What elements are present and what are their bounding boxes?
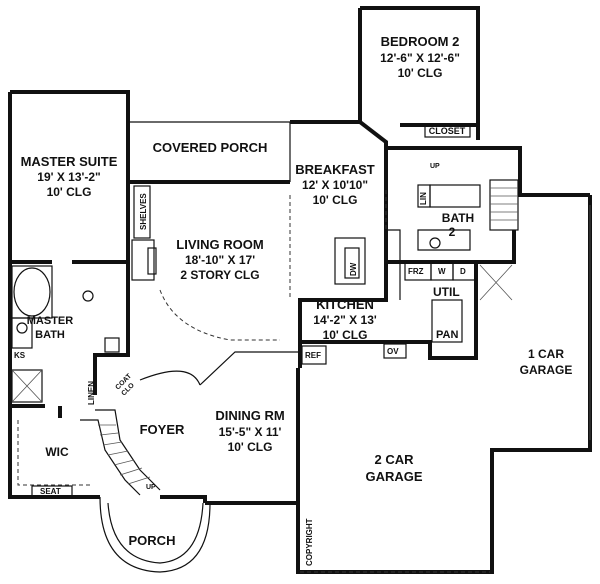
- two-car-line2: GARAGE: [365, 469, 422, 484]
- up-label-main: UP: [146, 484, 156, 491]
- ov-label: OV: [387, 347, 399, 356]
- dining-bay: [199, 351, 298, 386]
- master-suite-name: MASTER SUITE: [21, 154, 118, 169]
- seat-bench: [31, 485, 73, 497]
- breakfast-opening: [289, 190, 387, 300]
- main-stairs: [80, 409, 161, 496]
- dryer: [452, 261, 476, 281]
- living-room-clg: 2 STORY CLG: [180, 268, 259, 282]
- one-car-line1: 1 CAR: [528, 347, 564, 361]
- kitchen-clg: 10' CLG: [323, 328, 368, 342]
- garage-hatch: [479, 264, 513, 301]
- master-bath-line2: BATH: [35, 329, 65, 341]
- master-tub: [13, 267, 51, 317]
- rear-walls: [290, 120, 590, 197]
- bath2-vanity: [417, 229, 471, 251]
- porch-curve-inner: [107, 502, 204, 564]
- fireplace-hearth: [147, 247, 157, 275]
- pantry-box: [431, 299, 463, 343]
- oven-box: [383, 343, 407, 359]
- living-room-name: LIVING ROOM: [176, 237, 263, 252]
- master-sink-2: [82, 290, 94, 302]
- pan-label: PAN: [436, 329, 458, 341]
- front-walls: [160, 495, 298, 505]
- bedroom2-size: 12'-6" X 12'-6": [380, 51, 460, 65]
- wic-walls: [8, 406, 62, 497]
- dining-name: DINING RM: [215, 408, 284, 423]
- porch-label: PORCH: [129, 533, 176, 548]
- toilet: [104, 337, 120, 353]
- two-car-line1: 2 CAR: [374, 452, 414, 467]
- master-suite-clg: 10' CLG: [47, 185, 92, 199]
- dining-clg: 10' CLG: [228, 440, 273, 454]
- closet-label: CLOSET: [429, 126, 466, 136]
- one-car-line2: GARAGE: [520, 363, 573, 377]
- dryer-label: D: [460, 267, 466, 276]
- linen-label: LINEN: [87, 381, 96, 405]
- closet-box: [424, 124, 471, 138]
- bedroom2-clg: 10' CLG: [398, 66, 443, 80]
- util-label: UTIL: [433, 285, 460, 299]
- linen-box: [417, 184, 431, 208]
- breakfast-size: 12' X 10'10": [302, 178, 368, 192]
- wic-label: WIC: [45, 445, 69, 459]
- garage-walls: [296, 195, 592, 574]
- living-arc: [159, 289, 280, 341]
- bath2-sink: [429, 237, 441, 249]
- kitchen-size: 14'-2" X 13': [313, 313, 377, 327]
- copyright-label: COPYRIGHT: [305, 518, 314, 566]
- foyer-curve: [139, 370, 201, 386]
- master-bath-walls: [10, 260, 130, 408]
- kitchen-island: [334, 237, 366, 285]
- covered-porch-outline: [128, 121, 291, 182]
- breakfast-name: BREAKFAST: [295, 162, 375, 177]
- ks-label: KS: [14, 351, 26, 360]
- master-suite-size: 19' X 13'-2": [37, 170, 100, 184]
- bath2-num: 2: [449, 225, 456, 239]
- main-stairs-treads: [98, 424, 151, 485]
- shower: [11, 369, 43, 403]
- shower-x: [11, 369, 43, 403]
- frz-label: FRZ: [408, 267, 424, 276]
- master-sink: [16, 322, 28, 334]
- dining-size: 15'-5" X 11': [219, 425, 282, 439]
- shelves-unit: [133, 185, 151, 239]
- covered-porch-label: COVERED PORCH: [153, 140, 268, 155]
- rear-stairs: [489, 179, 519, 231]
- ref-box: [301, 345, 327, 365]
- garage-divider: [428, 230, 516, 360]
- ref-label: REF: [305, 351, 321, 360]
- kitchen-counter: [386, 229, 401, 300]
- breakfast-clg: 10' CLG: [313, 193, 358, 207]
- shelves-label: SHELVES: [139, 193, 148, 230]
- washer-label: W: [438, 267, 446, 276]
- bath2-name: BATH: [442, 211, 474, 225]
- living-room-size: 18'-10" X 17': [185, 253, 255, 267]
- master-vanity: [11, 317, 33, 349]
- dishwasher: [344, 247, 360, 279]
- bath2-tub: [429, 184, 481, 208]
- fireplace: [131, 239, 155, 281]
- porch-curve: [99, 496, 211, 573]
- kitchen-name: KITCHEN: [316, 297, 374, 312]
- master-tub-deck: [11, 265, 53, 319]
- foyer-label: FOYER: [140, 422, 185, 437]
- master-bath-line1: MASTER: [27, 315, 74, 327]
- master-wing-walls: [8, 90, 130, 499]
- wic-shelves: [17, 420, 90, 486]
- lin-label: LIN: [419, 192, 428, 205]
- dw-label: DW: [349, 262, 358, 276]
- up-label-rear: UP: [430, 163, 440, 170]
- seat-label: SEAT: [40, 487, 61, 496]
- bedroom2-name: BEDROOM 2: [381, 34, 460, 49]
